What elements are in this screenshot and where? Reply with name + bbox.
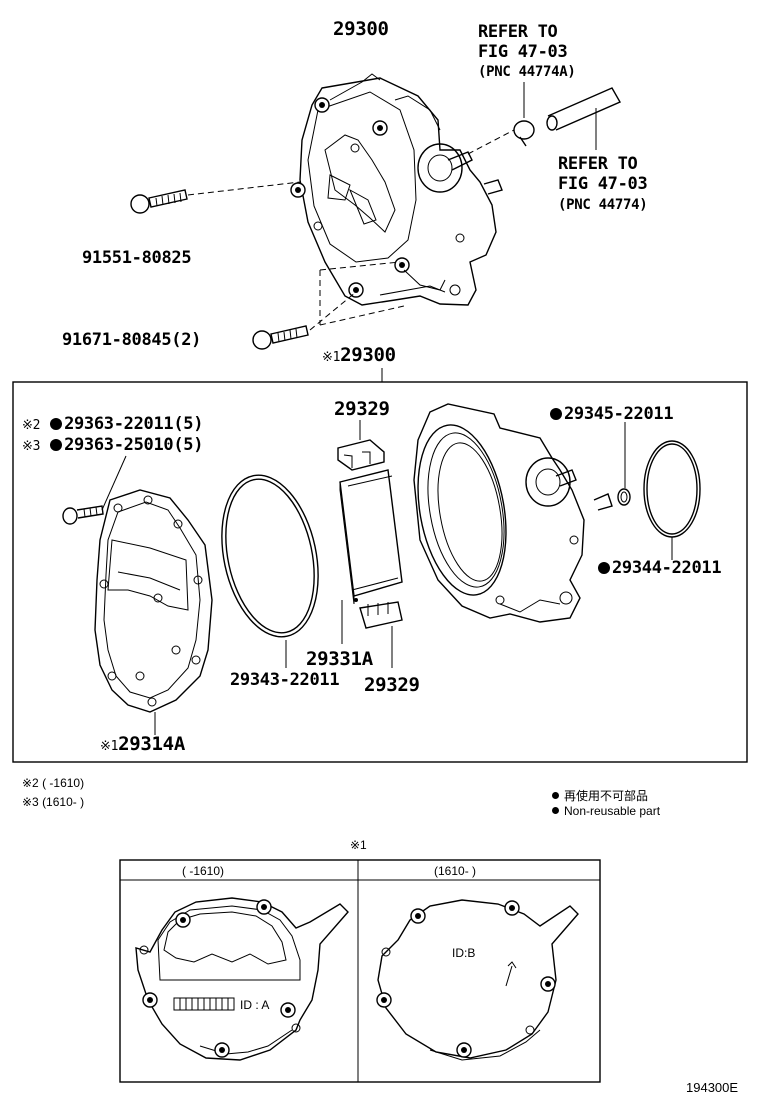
figure-id: 194300E — [686, 1080, 739, 1095]
non-reusable-dot-icon — [552, 807, 559, 814]
o-ring-outer-label: 29344-22011 — [598, 558, 722, 578]
note-3: ※3 (1610- ) — [22, 795, 85, 809]
non-reusable-dot-icon — [50, 439, 63, 451]
vane-cap-bottom-label: 29329 — [364, 674, 420, 696]
detail-col-left: ( -1610) — [182, 864, 225, 878]
kit-header-pn: 29300 — [340, 344, 396, 366]
cover-29314A-drawing — [94, 489, 213, 735]
refer2-line1: REFER TO — [558, 154, 638, 174]
screw-b-mark: ※3 — [22, 439, 41, 454]
detail-col-right: (1610- ) — [434, 864, 477, 878]
legend-jp-text: 再使用不可部品 — [564, 789, 649, 803]
non-reusable-dot-icon — [550, 408, 562, 420]
vane-29331A-drawing — [339, 469, 403, 644]
o-ring-29345-drawing — [617, 422, 631, 506]
o-ring-large-label: 29343-22011 — [230, 670, 340, 690]
screw-b-pn: 29363-25010(5) — [64, 435, 204, 455]
vane-cap-top-drawing — [337, 420, 385, 471]
screw-a-mark: ※2 — [22, 418, 41, 433]
refer1-line2: FIG 47-03 — [478, 42, 568, 62]
refer2-line3: (PNC 44774) — [558, 197, 648, 213]
note-2: ※2 ( -1610) — [22, 776, 85, 790]
o-ring-outer-pn: 29344-22011 — [612, 558, 722, 578]
cover-mark: ※1 — [100, 739, 119, 754]
legend-en-text: Non-reusable part — [564, 804, 661, 818]
non-reusable-dot-icon — [50, 418, 63, 430]
detail-id-a: ID : A — [240, 998, 270, 1012]
screw-a-label: ※2 29363-22011(5) — [22, 414, 203, 434]
bolt-91671-drawing — [252, 261, 405, 350]
o-ring-29343-drawing — [221, 474, 319, 668]
detail-frame — [119, 859, 601, 1083]
pump-assembly-drawing — [290, 73, 503, 306]
bolt1-label: 91551-80825 — [82, 248, 192, 268]
detail-left-drawing — [135, 897, 349, 1061]
legend-en: Non-reusable part — [552, 804, 660, 818]
vane-cap-top-label: 29329 — [334, 398, 390, 420]
non-reusable-dot-icon — [598, 562, 610, 574]
detail-right-drawing — [376, 899, 579, 1061]
refer1-line1: REFER TO — [478, 22, 558, 42]
o-ring-29344-drawing — [643, 440, 701, 560]
detail-id-b: ID:B — [452, 946, 476, 960]
screw-a-pn: 29363-22011(5) — [64, 414, 204, 434]
pump-housing-drawing — [413, 403, 613, 623]
o-ring-small-pn: 29345-22011 — [564, 404, 674, 424]
vane-cap-bottom-drawing — [359, 601, 403, 668]
detail-mark: ※1 — [350, 838, 367, 852]
screw-b-label: ※3 29363-25010(5) — [22, 435, 203, 455]
non-reusable-dot-icon — [552, 792, 559, 799]
o-ring-small-label: 29345-22011 — [550, 404, 674, 424]
screw-29363-drawing — [62, 455, 127, 525]
kit-header-mark: ※1 — [322, 350, 341, 365]
cover-pn: 29314A — [118, 733, 185, 755]
bolt-91551-drawing — [130, 181, 301, 214]
assembly-label: 29300 — [333, 18, 389, 40]
refer1-line3: (PNC 44774A) — [478, 64, 576, 80]
cover-label: ※129314A — [100, 733, 185, 755]
kit-header: ※129300 — [322, 344, 396, 366]
vane-label: 29331A — [306, 648, 373, 670]
legend-jp: 再使用不可部品 — [552, 787, 648, 804]
bolt2-label: 91671-80845(2) — [62, 330, 202, 350]
kit-frame — [12, 381, 748, 763]
refer2-line2: FIG 47-03 — [558, 174, 648, 194]
